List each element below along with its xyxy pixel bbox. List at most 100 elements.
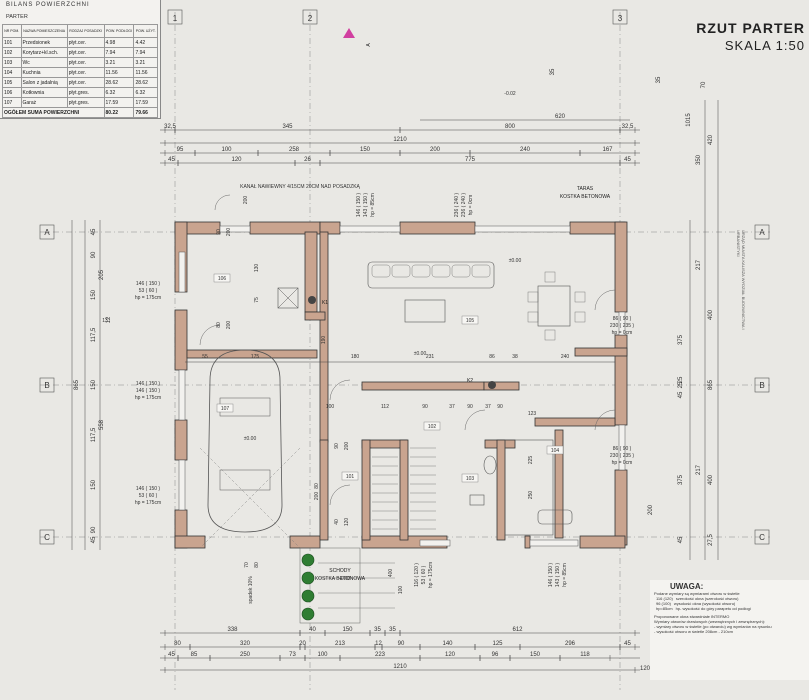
coffee-table: [404, 299, 446, 323]
dimension-label: 200: [344, 442, 350, 451]
room-tag: [423, 421, 441, 431]
dimension-label: 80: [314, 483, 320, 489]
window-label: 53 ( 60 ): [421, 565, 427, 584]
dimension-label: 90: [91, 526, 97, 533]
dimension-label: 320: [240, 641, 251, 647]
chimney-k1: [308, 296, 316, 304]
dimension-label: 175: [251, 354, 260, 360]
dimension-label: 55: [202, 354, 208, 360]
kitchen-counter: [504, 439, 554, 536]
room-number: 101: [346, 474, 355, 480]
window-label: hp = 85cm: [562, 563, 568, 587]
wall: [399, 439, 409, 541]
wall: [534, 417, 616, 427]
legend-cell: 6.32: [133, 87, 158, 98]
legend-cell: 104: [2, 67, 22, 78]
dimension-label: 150: [91, 289, 97, 300]
duct-note: KANAŁ NAWIEWNY 4/15CM 20CM NAD POSADZKĄ: [240, 184, 360, 190]
dimension-label: 213: [335, 641, 346, 647]
door-swing: [594, 289, 616, 311]
notes-line: - wymiary otworu w świetle (po otwarciu)…: [654, 624, 772, 629]
washbasin: [469, 494, 485, 506]
dimension-label: 150: [530, 652, 541, 658]
axis-label: C: [759, 533, 765, 542]
notes-line: Proponowane okna stwardniałe INTERMO: [654, 614, 730, 619]
sofa-cushion: [411, 264, 431, 278]
dimension-label: 90: [216, 229, 222, 235]
dining-chair: [574, 311, 586, 323]
dimension-label: 45: [168, 157, 175, 163]
garage-hatch: [199, 447, 301, 549]
axis-marker: [39, 224, 55, 240]
notes-row: 96 (100)wysokość okna (wysokość otworu): [656, 601, 809, 606]
window-label: 146 ( 150 ): [136, 381, 161, 387]
window-label: 230 ( 235 ): [610, 323, 635, 329]
legend-cell: 3.21: [133, 57, 158, 68]
sofa-cushion: [451, 264, 471, 278]
dimension-label: 90: [334, 443, 340, 449]
notes-cell: 116 (120): [656, 596, 673, 601]
chimney-k2: [488, 381, 496, 389]
dimension-label: 400: [388, 569, 394, 578]
wall: [524, 535, 531, 549]
dimension-label: 400: [708, 309, 714, 320]
dimension-label: 250: [528, 491, 534, 500]
wall: [614, 221, 628, 313]
wall: [319, 439, 329, 541]
axis-marker: [754, 377, 770, 393]
window-label: hp = 0cm: [612, 460, 633, 466]
axis-marker: [39, 529, 55, 545]
axis-marker: [612, 9, 628, 25]
dimension-label: 1210: [393, 664, 407, 670]
wall: [361, 381, 485, 391]
dimension-label: 38: [512, 354, 518, 360]
window-label: hp = 0cm: [612, 330, 633, 336]
dimension-label: 26: [304, 157, 311, 163]
dimension-label: 45: [678, 536, 684, 543]
dimension-label: 37: [485, 404, 491, 410]
dimension-label: 12: [106, 316, 112, 323]
axis-label: A: [44, 228, 50, 237]
dimension-label: 118: [580, 652, 590, 658]
legend-cell: Garaż: [20, 97, 68, 108]
legend-total-usable: 79.66: [133, 107, 158, 118]
legend-cell: 11.56: [103, 67, 135, 78]
drawing-scale: SKALA 1:50: [724, 38, 805, 53]
dimension-label: 375: [678, 334, 684, 345]
dimension-label: 420: [708, 134, 714, 145]
dining-chair: [544, 329, 556, 341]
dimension-label: 120: [445, 652, 456, 658]
window: [339, 225, 401, 233]
window: [474, 225, 571, 233]
legend-total-row: OGÓŁEM SUMA POWIERZCHNI 80.22 79.66: [2, 107, 158, 118]
dimension-label: 45: [168, 652, 175, 658]
dimension-label: 800: [505, 124, 516, 130]
dining-chair: [544, 271, 556, 283]
dimension-label: 200: [430, 147, 441, 153]
legend-title: BILANS POWIERZCHNI: [6, 2, 90, 8]
title-block: RZUT PARTER SKALA 1:50: [696, 20, 805, 53]
legend-cell: 28.62: [133, 77, 158, 88]
room-tag: [546, 445, 564, 455]
legend-cell: 105: [2, 77, 22, 88]
room-number: 104: [551, 448, 560, 454]
dimension-label: 35: [656, 76, 662, 83]
sofa-cushion: [371, 264, 391, 278]
dimension-label: 32,5: [622, 124, 634, 130]
door-swing: [594, 409, 616, 431]
window-label: hp = 175cm: [135, 500, 161, 506]
toilet: [483, 455, 497, 475]
legend-cell: 4.98: [103, 37, 135, 48]
dimension-label: 80: [174, 641, 181, 647]
dimension-label: 217: [696, 464, 702, 475]
dining-table: [537, 285, 571, 327]
entrance-steps: [299, 547, 361, 624]
window: [419, 539, 451, 547]
approval-stamp: URZĄD MIASTA KALISZA WYDZIAŁ BUDOWNICTWA…: [736, 230, 746, 330]
window-label: 146 ( 150 ): [548, 563, 554, 588]
dimension-label: 45: [624, 641, 631, 647]
window-label: hp = 175cm: [135, 395, 161, 401]
legend-cell: Przedsionek: [20, 37, 68, 48]
